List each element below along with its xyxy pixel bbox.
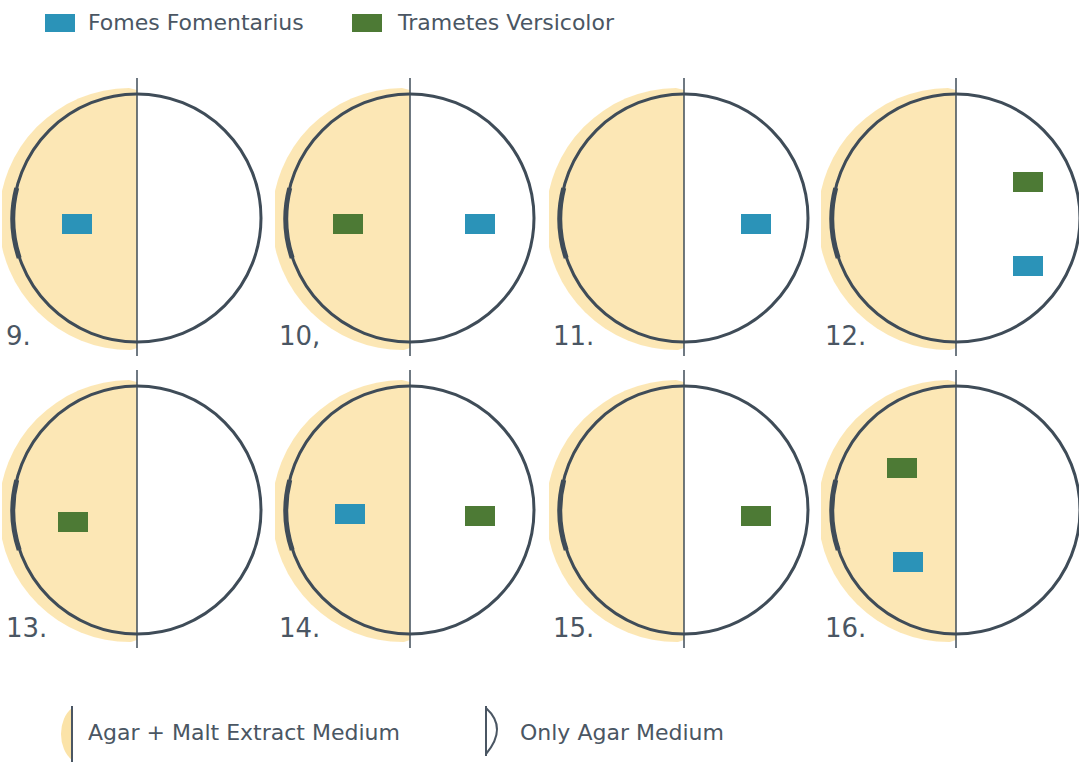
legend-text: Trametes Versicolor [398,10,614,35]
fungus-sample [58,512,88,532]
half-yellow-symbol [61,708,72,760]
dish-number: 14. [279,613,320,643]
malt-extract-half [821,88,956,350]
divider-line [683,370,685,648]
malt-extract-half [275,380,410,642]
petri-dish: 11. [549,78,819,378]
legend-text: Agar + Malt Extract Medium [88,720,400,745]
dish-number: 15. [553,613,594,643]
malt-extract-half [2,380,137,642]
fungus-sample [62,214,92,234]
dish-rim [13,480,19,550]
dish-number: 11. [553,321,594,351]
divider-line [136,370,138,648]
dish-number: 10, [279,321,320,351]
petri-dish: 16. [821,370,1079,670]
malt-extract-half [549,380,684,642]
petri-dish: 12. [821,78,1079,378]
dish-outline [2,78,272,378]
petri-dish: 10, [275,78,545,378]
dish-rim [832,188,838,258]
half-yellow-line [71,706,73,762]
legend-swatch [352,14,382,32]
fungus-sample [887,458,917,478]
legend-swatch [45,14,75,32]
fungus-sample [333,214,363,234]
dish-rim [286,480,292,550]
malt-extract-half [549,88,684,350]
dish-number: 16. [825,613,866,643]
dish-rim [560,188,566,258]
dish-rim [832,480,838,550]
petri-dish: 13. [2,370,272,670]
petri-dish: 15. [549,370,819,670]
legend-text: Fomes Fomentarius [88,10,304,35]
dish-rim [286,188,292,258]
malt-extract-half [2,88,137,350]
malt-extract-half [275,88,410,350]
divider-line [409,78,411,356]
fungus-sample [1013,256,1043,276]
divider-line [409,370,411,648]
fungus-sample [335,504,365,524]
petri-dish: 9. [2,78,272,378]
divider-line [955,78,957,356]
malt-extract-half [821,380,956,642]
fungus-sample [741,506,771,526]
dish-number: 13. [6,613,47,643]
fungus-sample [465,506,495,526]
fungus-sample [465,214,495,234]
fungus-sample [1013,172,1043,192]
fungus-sample [893,552,923,572]
fungus-sample [741,214,771,234]
legend-text: Only Agar Medium [520,720,724,745]
dish-rim [560,480,566,550]
dish-number: 9. [6,321,31,351]
divider-line [136,78,138,356]
petri-dish: 14. [275,370,545,670]
half-white-symbol [486,706,497,756]
divider-line [683,78,685,356]
dish-number: 12. [825,321,866,351]
dish-rim [13,188,19,258]
divider-line [955,370,957,648]
